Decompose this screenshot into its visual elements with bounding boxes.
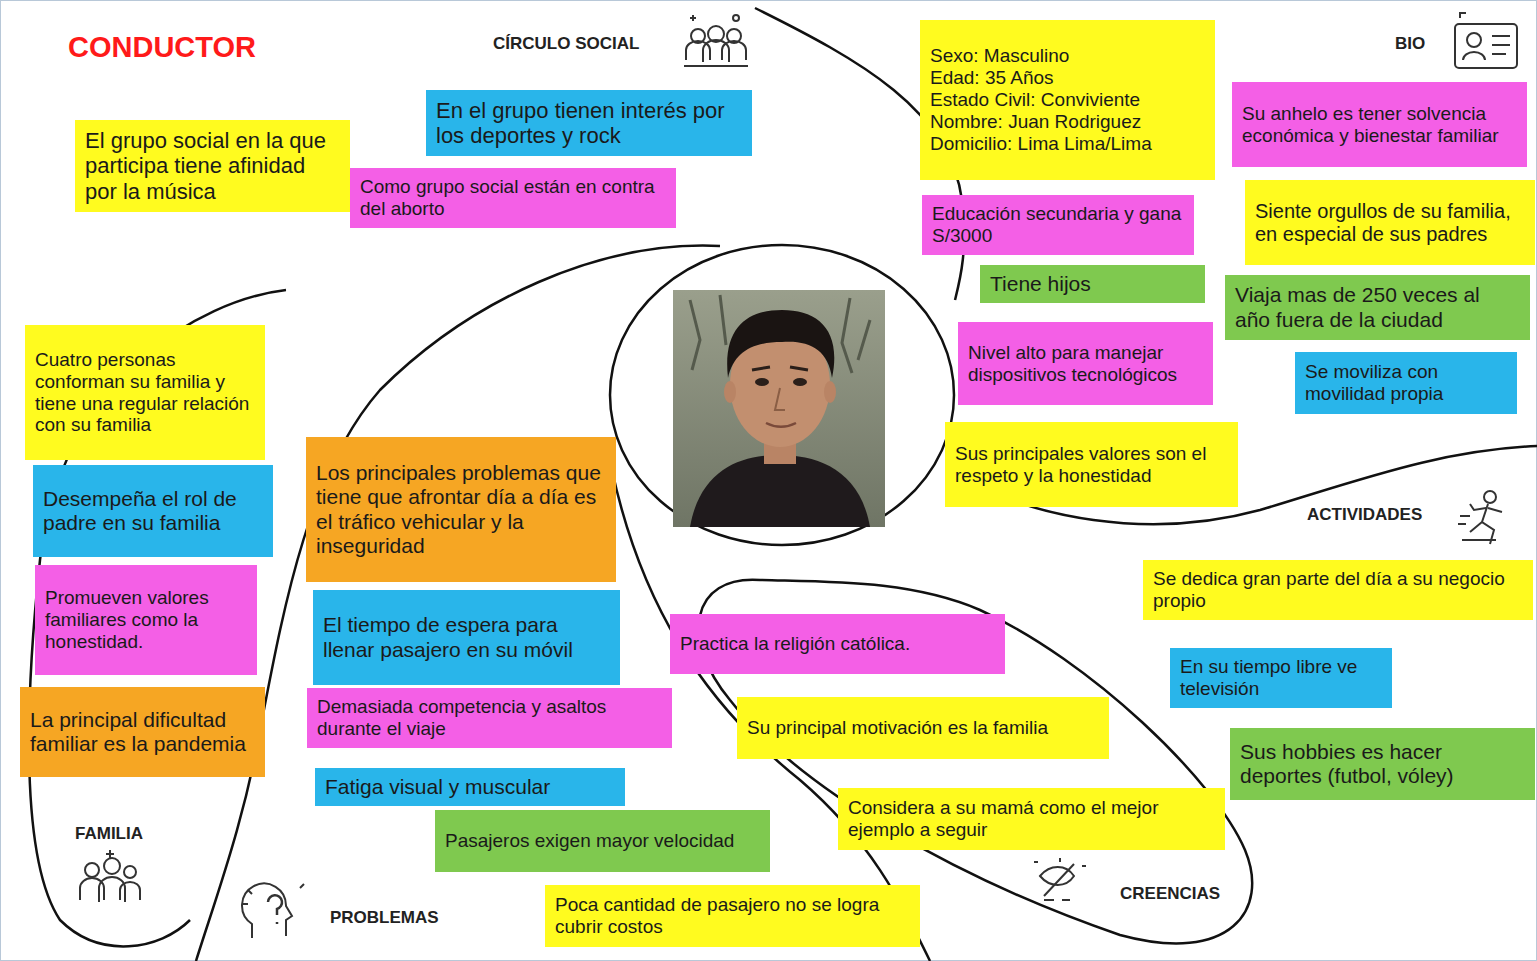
note-text: Estado Civil: Conviviente <box>930 89 1205 111</box>
sticky-note: La principal dificultad familiar es la p… <box>20 687 265 777</box>
sticky-note: Tiene hijos <box>980 265 1205 303</box>
hair <box>727 310 834 378</box>
sticky-note: Fatiga visual y muscular <box>315 768 625 806</box>
sticky-note: El grupo social en la que participa tien… <box>75 120 350 212</box>
note-text: Los principales problemas que tiene que … <box>316 461 606 558</box>
right-ear <box>824 381 836 403</box>
note-text: Viaja mas de 250 veces al año fuera de l… <box>1235 283 1520 331</box>
left-ear <box>724 381 736 403</box>
sticky-note: Practica la religión católica. <box>670 614 1005 674</box>
section-heading: PROBLEMAS <box>330 908 439 928</box>
bio-icon <box>1455 13 1517 68</box>
social-icon <box>684 15 748 66</box>
note-text: Fatiga visual y muscular <box>325 775 615 799</box>
note-text: Nombre: Juan Rodriguez <box>930 111 1205 133</box>
note-text: Educación secundaria y gana S/3000 <box>932 203 1184 247</box>
sticky-note: Promueven valores familiares como la hon… <box>35 565 257 675</box>
sticky-note: Nivel alto para manejar dispositivos tec… <box>958 322 1213 405</box>
note-text: Demasiada competencia y asaltos durante … <box>317 696 662 740</box>
note-text: La principal dificultad familiar es la p… <box>30 708 255 756</box>
sticky-note: Se moviliza con movilidad propia <box>1295 352 1517 414</box>
sticky-note: En el grupo tienen interés por los depor… <box>426 90 752 156</box>
sticky-note: Siente orgullos de su familia, en especi… <box>1245 180 1535 265</box>
activities-icon <box>1458 491 1502 544</box>
note-text: Practica la religión católica. <box>680 633 995 655</box>
mouth <box>766 423 796 427</box>
note-text: Sexo: Masculino <box>930 45 1205 67</box>
sticky-note: Pasajeros exigen mayor velocidad <box>435 810 770 872</box>
sticky-note: Sexo: MasculinoEdad: 35 AñosEstado Civil… <box>920 20 1215 180</box>
sticky-note: Sus hobbies es hacer deportes (futbol, v… <box>1230 728 1535 800</box>
sticky-note: Poca cantidad de pasajero no se logra cu… <box>545 885 920 947</box>
sticky-note: En su tiempo libre ve televisión <box>1170 648 1392 708</box>
nose <box>775 388 785 410</box>
sticky-note: El tiempo de espera para llenar pasajero… <box>313 590 620 685</box>
map-title: CONDUCTOR <box>68 31 256 64</box>
note-text: Se dedica gran parte del día a su negoci… <box>1153 568 1523 612</box>
section-heading: BIO <box>1395 34 1425 54</box>
note-text: Poca cantidad de pasajero no se logra cu… <box>555 894 910 938</box>
center-circle <box>610 245 954 545</box>
sticky-note: Como grupo social están en contra del ab… <box>350 168 676 228</box>
note-text: Siente orgullos de su familia, en especi… <box>1255 200 1525 246</box>
sticky-note: Demasiada competencia y asaltos durante … <box>307 688 672 748</box>
sticky-note: Considera a su mamá como el mejor ejempl… <box>838 788 1225 850</box>
driver-photo <box>673 290 885 527</box>
note-text: Su principal motivación es la familia <box>747 717 1099 739</box>
region-curves <box>29 8 1537 961</box>
sticky-note: Viaja mas de 250 veces al año fuera de l… <box>1225 275 1530 340</box>
note-text: Edad: 35 Años <box>930 67 1205 89</box>
sticky-note: Educación secundaria y gana S/3000 <box>922 195 1194 255</box>
note-text: Como grupo social están en contra del ab… <box>360 176 666 220</box>
note-text: Cuatro personas conforman su familia y t… <box>35 349 255 436</box>
problems-icon <box>242 884 304 938</box>
note-text: Su anhelo es tener solvencia económica y… <box>1242 103 1517 147</box>
section-heading: ACTIVIDADES <box>1307 505 1422 525</box>
section-heading: FAMILIA <box>75 824 143 844</box>
note-text: Se moviliza con movilidad propia <box>1305 361 1507 405</box>
sticky-note: Se dedica gran parte del día a su negoci… <box>1143 560 1533 620</box>
right-eye <box>793 378 807 386</box>
note-text: Desempeña el rol de padre en su familia <box>43 487 263 535</box>
beliefs-icon <box>1034 858 1086 900</box>
note-text: Sus principales valores son el respeto y… <box>955 443 1228 487</box>
section-heading: CREENCIAS <box>1120 884 1220 904</box>
note-text: Domicilio: Lima Lima/Lima <box>930 133 1205 155</box>
sticky-note: Los principales problemas que tiene que … <box>306 437 616 582</box>
note-text: Tiene hijos <box>990 272 1195 296</box>
note-text: Nivel alto para manejar dispositivos tec… <box>968 342 1203 386</box>
note-text: En su tiempo libre ve televisión <box>1180 656 1382 700</box>
note-text: El grupo social en la que participa tien… <box>85 128 340 204</box>
family-icon <box>80 850 140 902</box>
sticky-note: Cuatro personas conforman su familia y t… <box>25 325 265 460</box>
photo-background <box>673 290 885 527</box>
eyebrows <box>752 367 808 370</box>
note-text: En el grupo tienen interés por los depor… <box>436 98 742 149</box>
note-text: Sus hobbies es hacer deportes (futbol, v… <box>1240 740 1525 788</box>
note-text: Considera a su mamá como el mejor ejempl… <box>848 797 1215 841</box>
sticky-note: Su anhelo es tener solvencia económica y… <box>1232 82 1527 167</box>
sticky-note: Su principal motivación es la familia <box>737 697 1109 759</box>
sticky-note: Desempeña el rol de padre en su familia <box>33 465 273 557</box>
note-text: Pasajeros exigen mayor velocidad <box>445 830 760 852</box>
note-text: Promueven valores familiares como la hon… <box>45 587 247 653</box>
left-eye <box>755 378 769 386</box>
note-text: El tiempo de espera para llenar pasajero… <box>323 613 610 661</box>
section-heading: CÍRCULO SOCIAL <box>493 34 639 54</box>
sticky-note: Sus principales valores son el respeto y… <box>945 422 1238 507</box>
shirt <box>690 455 870 527</box>
